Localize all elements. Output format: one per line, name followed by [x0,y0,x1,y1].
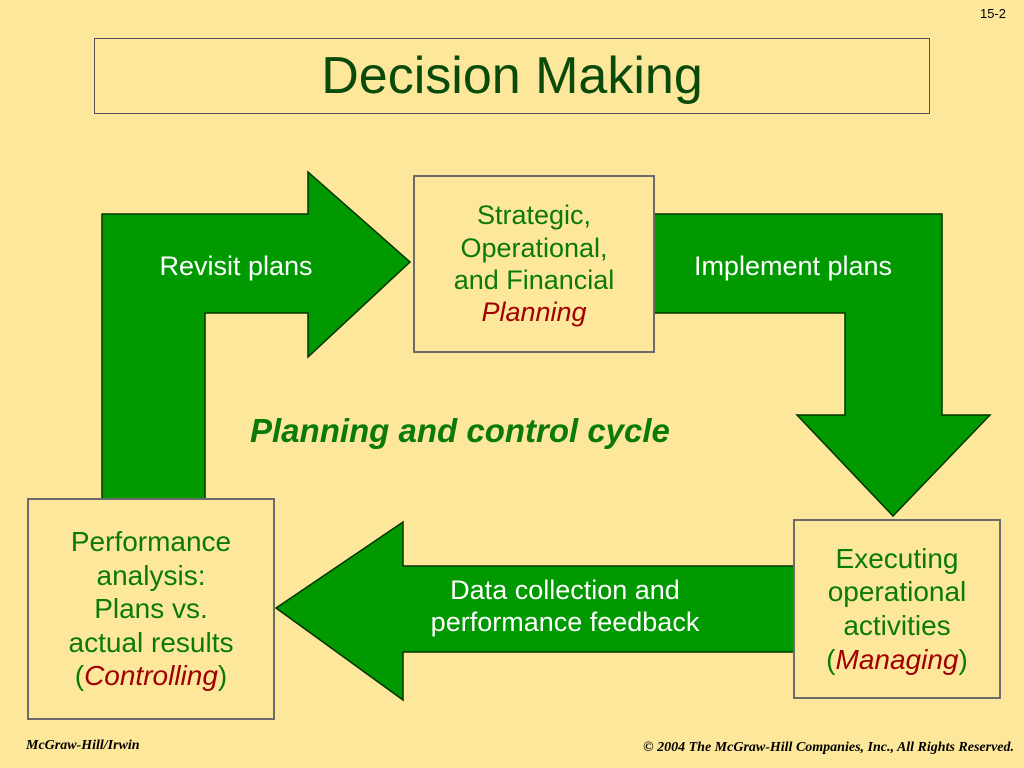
executing-line4: (Managing) [826,643,968,677]
executing-close-paren: ) [958,643,968,675]
slide-number: 15-2 [979,6,1006,21]
feedback-label: Data collection and performance feedback [380,574,750,639]
cycle-label: Planning and control cycle [250,412,670,449]
performance-line4: actual results [68,626,234,658]
footer-publisher: McGraw-Hill/Irwin [26,738,140,753]
planning-line3: and Financial [453,265,615,295]
performance-close-paren: ) [217,660,228,692]
revisit-plans-arrow [101,170,412,501]
feedback-arrow [274,520,796,702]
slide-title: Decision Making [321,47,703,105]
executing-box: Executing operational activities (Managi… [793,519,1001,699]
feedback-label-line2: performance feedback [430,607,700,638]
performance-emphasis: Controlling [84,660,218,692]
implement-plans-label: Implement plans [693,251,893,281]
executing-line3: activities [843,610,951,641]
executing-line2: operational [827,576,967,608]
performance-box: Performance analysis: Plans vs. actual r… [27,498,275,720]
executing-line1: Executing [835,542,959,574]
executing-open-paren: ( [826,643,836,675]
revisit-plans-label: Revisit plans [159,251,313,281]
implement-plans-arrow [653,213,992,518]
planning-emphasis: Planning [481,297,587,328]
footer-copyright: © 2004 The McGraw-Hill Companies, Inc., … [643,740,1014,755]
performance-open-paren: ( [74,660,85,692]
planning-line2: Operational, [460,232,608,263]
planning-line1: Strategic, [476,200,592,231]
feedback-label-line1: Data collection and [450,575,680,605]
performance-line5: (Controlling) [75,659,228,693]
performance-line1: Performance [70,526,232,558]
performance-line2: analysis: [96,559,206,591]
title-box: Decision Making [94,38,930,114]
planning-box: Strategic, Operational, and Financial Pl… [413,175,655,353]
performance-line3: Plans vs. [94,593,208,625]
executing-emphasis: Managing [835,643,959,675]
